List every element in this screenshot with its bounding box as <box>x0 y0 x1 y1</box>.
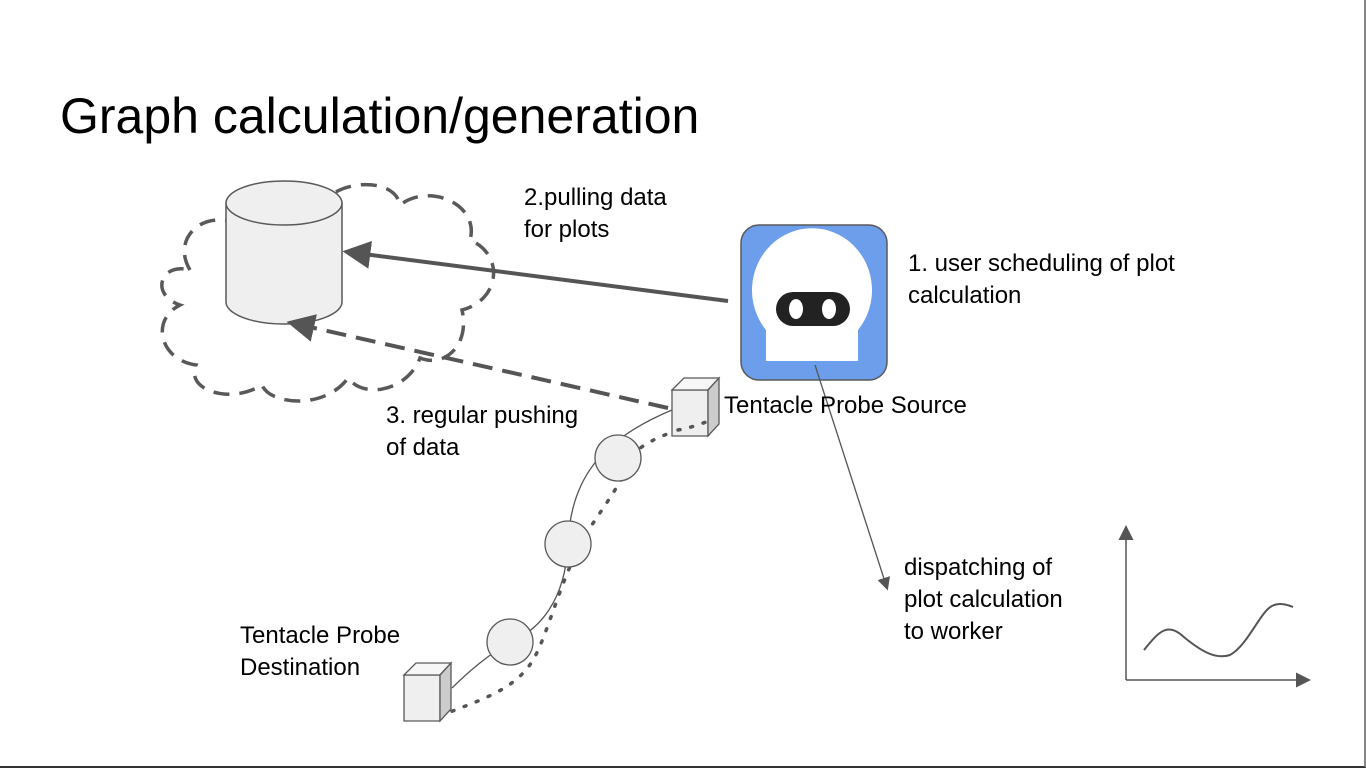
cube-icon <box>402 661 453 723</box>
label-dispatching-line2: plot calculation <box>904 586 1063 613</box>
robot-icon <box>740 224 888 381</box>
cube-icon <box>670 376 721 438</box>
dispatching-arrow <box>814 364 890 591</box>
label-scheduling-line2: calculation <box>908 282 1022 309</box>
database-icon <box>225 180 343 325</box>
label-dispatching-line3: to worker <box>904 618 1003 645</box>
label-scheduling-line1: 1. user scheduling of plot <box>908 250 1175 277</box>
label-probe-destination-line2: Destination <box>240 654 361 681</box>
pulling-arrow <box>342 240 729 303</box>
tentacle-dotted <box>443 428 680 716</box>
cloud-icon <box>160 182 496 403</box>
circle-node-icon <box>486 618 534 666</box>
label-probe-destination-line1: Tentacle Probe <box>240 622 401 649</box>
tentacle-dotted <box>676 418 714 432</box>
label-pulling-line1: 2.pulling data <box>524 184 667 211</box>
label-dispatching-line1: dispatching of <box>904 554 1053 581</box>
label-probe-source: Tentacle Probe Source <box>724 392 967 419</box>
slide-title: Graph calculation/generation <box>60 88 700 144</box>
label-pushing-line2: of data <box>386 434 460 461</box>
label-pushing-line1: 3. regular pushing <box>386 402 579 429</box>
pushing-arrow <box>286 314 669 410</box>
label-pulling-line2: for plots <box>524 216 610 243</box>
circle-node-icon <box>594 434 642 482</box>
line-chart-icon <box>1118 525 1311 688</box>
circle-node-icon <box>544 520 592 568</box>
